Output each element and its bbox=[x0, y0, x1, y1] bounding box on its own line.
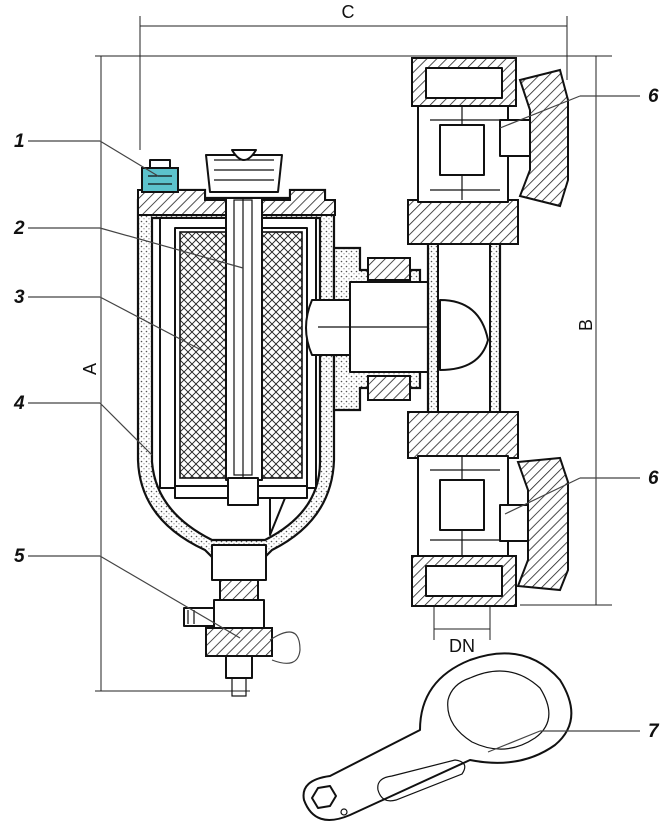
mesh-cartridge-right bbox=[261, 231, 303, 479]
air-vent bbox=[141, 167, 179, 193]
mesh-cartridge-left bbox=[179, 231, 227, 479]
dimension-a-label: A bbox=[80, 363, 100, 375]
callout-7: 7 bbox=[648, 721, 660, 742]
callout-6-upper: 6 bbox=[648, 86, 659, 107]
callout-3: 3 bbox=[14, 287, 25, 308]
connection-body bbox=[305, 57, 569, 607]
dimension-b-label: B bbox=[576, 319, 596, 331]
callout-4: 4 bbox=[13, 393, 25, 414]
dimension-dn-label: DN bbox=[449, 636, 475, 656]
callout-5: 5 bbox=[14, 546, 25, 567]
callout-6-lower: 6 bbox=[648, 468, 659, 489]
dimension-c-label: C bbox=[342, 2, 355, 22]
callout-2: 2 bbox=[13, 218, 25, 239]
service-wrench bbox=[302, 652, 573, 821]
dimension-lines bbox=[95, 16, 612, 692]
leader-lines bbox=[28, 95, 640, 753]
filter-body bbox=[136, 149, 336, 697]
callout-1: 1 bbox=[14, 131, 25, 152]
